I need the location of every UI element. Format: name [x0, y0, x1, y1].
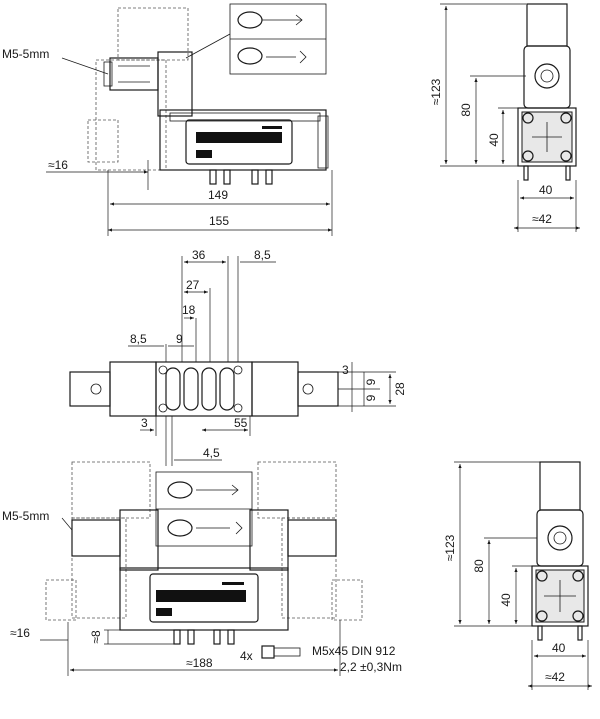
top-dim-offset: ≈16: [48, 158, 68, 172]
rb-dim-42: ≈42: [545, 670, 565, 684]
plan-dim-3-right: 3: [342, 363, 349, 377]
rt-dim-height: ≈123: [429, 78, 443, 105]
rt-dim-80: 80: [459, 103, 473, 117]
plan-dim-4-5: 4,5: [203, 446, 220, 460]
torque-spec: 2,2 ±0,3Nm: [340, 660, 402, 674]
rb-dim-40v: 40: [499, 593, 513, 607]
plan-view: 36 8,5 27 18 8,5 9 3 9 9 28 3 55 4,5: [69, 248, 407, 466]
bottom-dim-offset: ≈16: [10, 626, 30, 640]
rb-dim-80: 80: [472, 559, 486, 573]
bottom-view: M5-5mm ≈16 ≈8 ≈188 4x M5x45 DIN 912 2,2 …: [2, 461, 402, 676]
screw-count: 4x: [240, 649, 253, 663]
plan-dim-27: 27: [186, 278, 200, 292]
rb-dim-40h: 40: [552, 641, 566, 655]
plan-dim-9-top: 9: [176, 332, 183, 346]
rb-dim-height: ≈123: [443, 534, 457, 561]
plan-dim-9b: 9: [364, 394, 378, 401]
bottom-thread-label: M5-5mm: [2, 509, 49, 523]
rt-dim-40v: 40: [487, 133, 501, 147]
rt-dim-40h: 40: [539, 183, 553, 197]
top-dim-body: 149: [208, 188, 228, 202]
plan-dim-55: 55: [234, 416, 248, 430]
plan-dim-36: 36: [192, 248, 206, 262]
bottom-dim-8: ≈8: [89, 630, 103, 644]
top-view: M5-5mm ≈16 149 155: [2, 3, 333, 236]
right-view-bottom: ≈123 80 40 40 ≈42: [443, 461, 592, 690]
plan-dim-8-5-left: 8,5: [130, 332, 147, 346]
plan-dim-8-5-top: 8,5: [254, 248, 271, 262]
plan-dim-3-bottom: 3: [141, 416, 148, 430]
plan-dim-9a: 9: [364, 378, 378, 385]
plan-dim-18: 18: [182, 303, 196, 317]
bottom-dim-total: ≈188: [186, 656, 213, 670]
top-dim-total: 155: [209, 214, 229, 228]
right-view-top: ≈123 80 40 40 ≈42: [429, 3, 580, 232]
top-thread-label: M5-5mm: [2, 47, 49, 61]
screw-spec: M5x45 DIN 912: [312, 644, 396, 658]
plan-dim-28: 28: [393, 382, 407, 396]
rt-dim-42: ≈42: [532, 212, 552, 226]
